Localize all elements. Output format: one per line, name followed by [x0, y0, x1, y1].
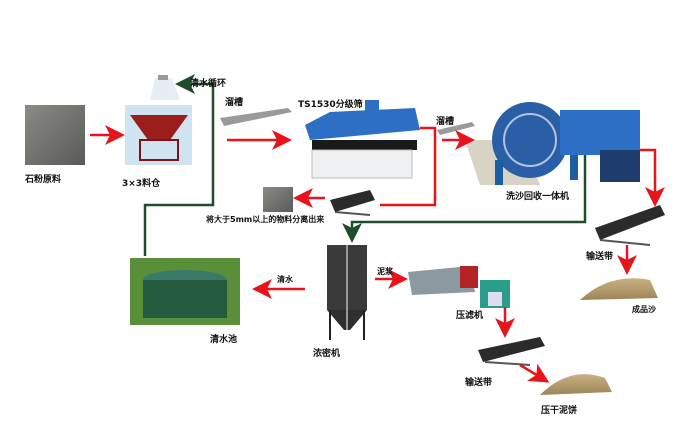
conveyor-image — [330, 190, 375, 216]
label-screen: TS1530分级筛 — [298, 100, 363, 110]
dewatering-screen-image — [305, 100, 420, 179]
label-slurry: 泥浆 — [377, 267, 393, 276]
label-chute-2: 溜槽 — [436, 117, 455, 127]
chute-image — [437, 122, 475, 135]
label-thickener: 浓密机 — [313, 349, 341, 359]
material-flow-arrows — [90, 125, 665, 383]
label-raw-material: 石粉原料 — [25, 175, 62, 185]
label-filter-press: 压滤机 — [456, 311, 484, 321]
label-clear-pool: 清水池 — [210, 335, 238, 345]
conveyor-image — [595, 205, 665, 246]
label-water-cycle: 清水循环 — [190, 79, 227, 89]
finished-sand-pile — [580, 278, 658, 300]
label-conveyor-1: 输送带 — [586, 252, 614, 262]
raw-material-image — [25, 105, 85, 165]
label-conveyor-2: 输送带 — [465, 378, 493, 388]
oversize-material-image — [263, 187, 293, 212]
water-return-lines — [143, 74, 587, 256]
conveyor-image — [478, 337, 545, 366]
sand-washer-image — [465, 102, 640, 185]
clear-water-pool-image — [130, 258, 240, 325]
filter-press-image — [408, 266, 510, 308]
label-separate-note: 将大于5mm以上的物料分离出来 — [206, 215, 325, 224]
label-chute-1: 溜槽 — [225, 98, 244, 108]
filter-cake-pile — [540, 374, 612, 395]
label-washer: 洗沙回收一体机 — [506, 192, 570, 202]
sprinkler-icon — [150, 75, 180, 100]
label-finished-sand: 成品沙 — [632, 305, 656, 314]
label-bin: 3×3料仓 — [122, 179, 161, 189]
label-clear-water: 清水 — [277, 275, 293, 284]
thickener-image — [327, 245, 367, 340]
bin-image — [125, 105, 192, 165]
label-filter-cake: 压干泥饼 — [541, 406, 578, 416]
chute-image — [220, 108, 292, 126]
